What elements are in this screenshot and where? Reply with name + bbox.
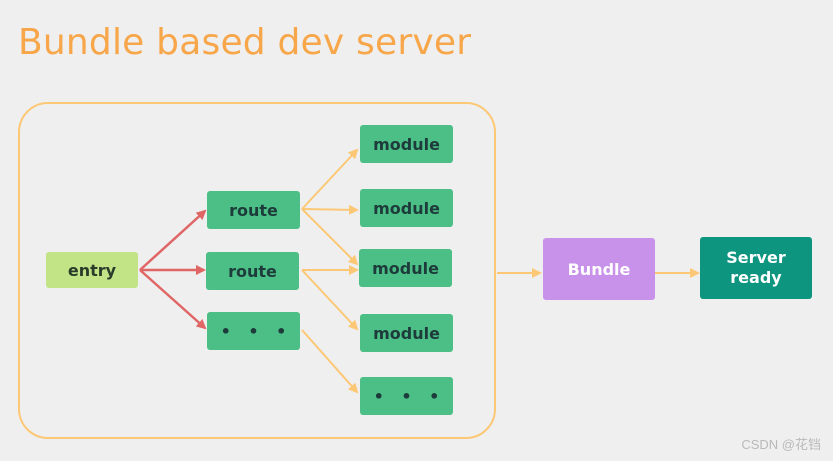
arrow-entry-route1 [139, 209, 207, 271]
route-node-1: route [207, 191, 300, 229]
arrow-route1-module2 [301, 204, 359, 215]
module-node-ellipsis: • • • [360, 377, 453, 415]
arrow-route3-module5 [301, 329, 359, 394]
arrow-route1-module1 [301, 148, 359, 210]
arrow-entry-route3 [139, 269, 207, 330]
arrow-route1-module3 [301, 208, 359, 266]
module-node-4: module [360, 314, 453, 352]
server-ready-line2: ready [730, 268, 782, 287]
bundle-node: Bundle [543, 238, 655, 300]
route-node-ellipsis: • • • [207, 312, 300, 350]
arrow-route2-module4 [301, 269, 359, 331]
route-node-2: route [206, 252, 299, 290]
diagram-title: Bundle based dev server [18, 22, 472, 63]
bundle-container [18, 102, 496, 439]
module-node-1: module [360, 125, 453, 163]
entry-node: entry [46, 252, 138, 288]
server-ready-node: Server ready [700, 237, 812, 299]
watermark: CSDN @花铛 [741, 437, 821, 452]
module-node-3: module [359, 249, 452, 287]
server-ready-line1: Server [726, 248, 786, 267]
module-node-2: module [360, 189, 453, 227]
